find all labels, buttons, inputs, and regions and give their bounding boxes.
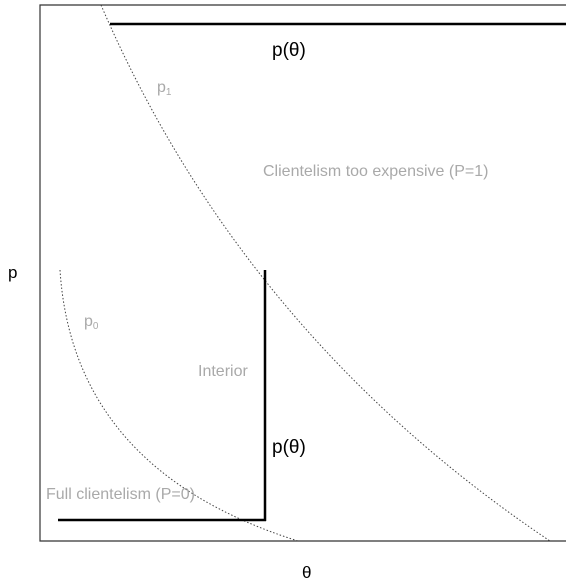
curve-label-p0: p0 (84, 314, 98, 332)
curve-label-p1: p1 (157, 80, 171, 98)
curve-p1 (100, 4, 551, 542)
plot-frame (39, 4, 566, 542)
curve-label-p0-subscript: 0 (92, 321, 99, 332)
x-axis-label: θ (302, 563, 312, 582)
threshold-label-top: p(θ) (272, 40, 306, 61)
curve-label-p0-name: p (84, 313, 93, 330)
region-label-full: Full clientelism (P=0) (46, 486, 195, 503)
region-label-too-expensive: Clientelism too expensive (P=1) (263, 163, 489, 180)
threshold-label-middle: p(θ) (272, 437, 306, 458)
region-label-interior: Interior (198, 363, 248, 380)
y-axis-label: p (8, 263, 18, 282)
curve-label-p1-subscript: 1 (165, 87, 172, 98)
curve-label-p1-name: p (157, 79, 166, 96)
